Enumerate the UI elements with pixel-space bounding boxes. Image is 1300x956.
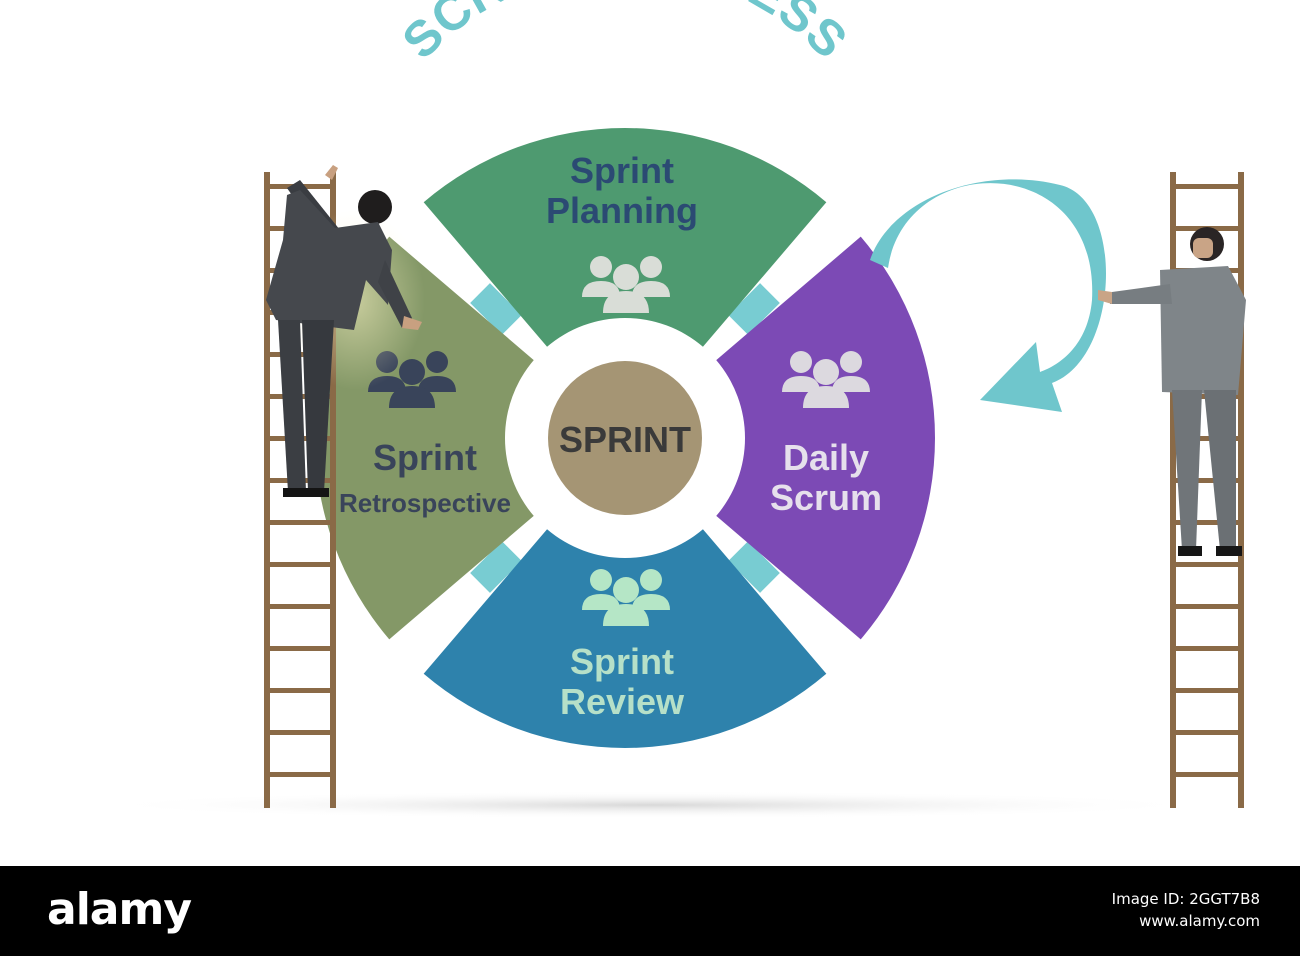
watermark-image-id: Image ID: 2GGT7B8 — [1111, 890, 1260, 908]
people-icon-daily — [782, 351, 870, 408]
segment-connectors — [470, 283, 780, 593]
connector-0 — [470, 283, 522, 335]
people-icon-review — [582, 569, 670, 626]
ladder-rail — [1170, 172, 1176, 808]
ladder-rung — [264, 772, 336, 777]
ladder-rung — [264, 646, 336, 651]
center-label: SPRINT — [559, 419, 691, 460]
ladder-rung — [1170, 184, 1244, 189]
segment-label-line: Planning — [546, 190, 698, 231]
ladder-rail — [1238, 172, 1244, 808]
ladder-rung — [264, 604, 336, 609]
cycle-arrow — [870, 179, 1106, 412]
ladder-rung — [264, 688, 336, 693]
segment-label-line: Retrospective — [339, 488, 511, 518]
segment-daily — [716, 236, 935, 640]
people-icon-planning — [582, 256, 670, 313]
floor-shadow — [90, 791, 1210, 819]
ladder-rung — [1170, 478, 1244, 483]
connector-1 — [728, 283, 780, 335]
ladder-rail — [264, 172, 270, 808]
ladder-rung — [1170, 436, 1244, 441]
center-hub — [548, 361, 702, 515]
businessman-right — [1098, 227, 1246, 556]
segment-label-line: Sprint — [570, 641, 674, 682]
ladder-rung — [1170, 688, 1244, 693]
segment-label-line: Review — [560, 681, 685, 722]
ladder-rail — [330, 172, 336, 808]
ladder-rung — [1170, 562, 1244, 567]
watermark-url: www.alamy.com — [1139, 912, 1260, 930]
watermark-info: Image ID: 2GGT7B8 www.alamy.com — [1112, 888, 1260, 932]
segment-review — [423, 529, 827, 748]
watermark-bar: alamy Image ID: 2GGT7B8 www.alamy.com — [0, 866, 1300, 956]
ladder-rung — [1170, 604, 1244, 609]
ladder-rung — [1170, 520, 1244, 525]
ladder-rung — [1170, 646, 1244, 651]
segment-planning — [423, 128, 827, 347]
scrum-diagram: SCRUM PROCESS SprintPlanningDailyScrumSp… — [90, 0, 1246, 819]
ladder-rung — [264, 730, 336, 735]
ladder-rung — [1170, 772, 1244, 777]
segment-label-line: Sprint — [570, 150, 674, 191]
ladder-rung — [264, 562, 336, 567]
ladder-rung — [264, 520, 336, 525]
segment-label-line: Daily — [783, 437, 869, 478]
connector-2 — [728, 541, 780, 593]
diagram-title: SCRUM PROCESS — [391, 0, 858, 69]
segment-label-line: Scrum — [770, 477, 882, 518]
connector-3 — [470, 541, 522, 593]
segment-label-line: Sprint — [373, 437, 477, 478]
businessman-left — [266, 165, 425, 497]
ladder-rung — [1170, 730, 1244, 735]
watermark-brand: alamy — [47, 884, 192, 935]
